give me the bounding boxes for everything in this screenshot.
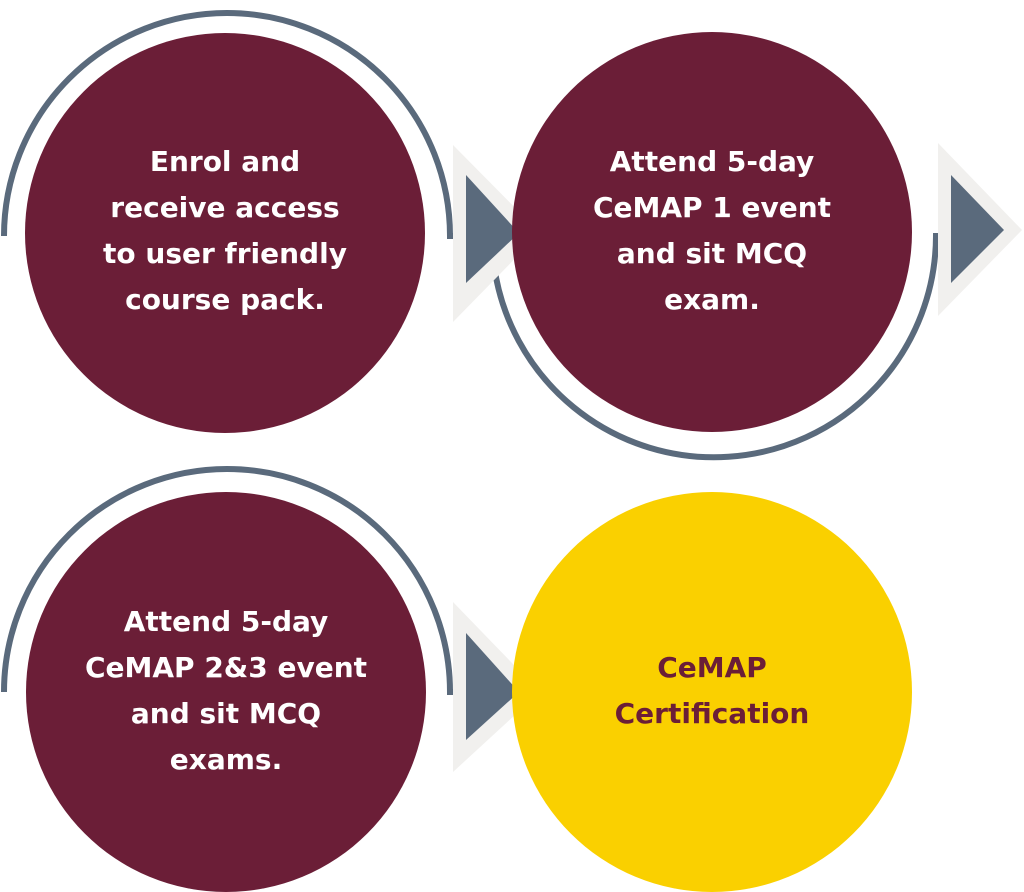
arrow-right-icon bbox=[466, 633, 519, 740]
step-2-label: Attend 5-day CeMAP 1 event and sit MCQ e… bbox=[592, 145, 832, 316]
final-step-text: CeMAP Certification bbox=[552, 541, 872, 841]
step-1-text: Enrol and receive access to user friendl… bbox=[65, 81, 385, 381]
step-circle-2 bbox=[512, 32, 912, 432]
step-2-text: Attend 5-day CeMAP 1 event and sit MCQ e… bbox=[552, 81, 872, 381]
final-step-label: CeMAP Certification bbox=[614, 651, 810, 730]
final-circle bbox=[512, 492, 912, 892]
step-3-label: Attend 5-day CeMAP 2&3 event and sit MCQ… bbox=[84, 605, 368, 776]
connector-arc-3 bbox=[1, 466, 470, 695]
arrow-right-icon bbox=[466, 175, 519, 283]
connector-arc-2 bbox=[491, 233, 955, 461]
connector-arc-1 bbox=[1, 10, 470, 239]
step-3-text: Attend 5-day CeMAP 2&3 event and sit MCQ… bbox=[66, 541, 386, 841]
step-1-label: Enrol and receive access to user friendl… bbox=[103, 145, 347, 316]
step-circle-3 bbox=[26, 492, 426, 892]
step-circle-1 bbox=[25, 33, 425, 433]
arrow-right-icon bbox=[951, 175, 1004, 283]
